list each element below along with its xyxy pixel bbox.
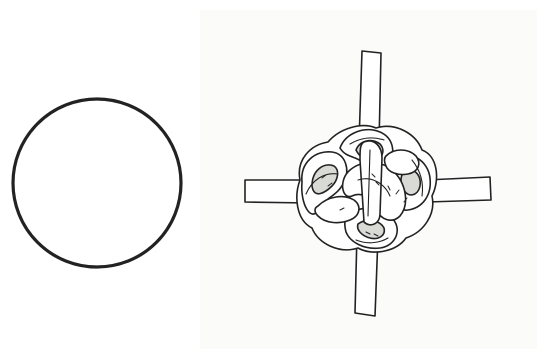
left-panel (0, 0, 200, 349)
circle-outline (13, 99, 181, 267)
circle-drawing (0, 0, 200, 349)
knot-drawing (200, 10, 537, 349)
knot-body (297, 126, 437, 252)
right-panel (200, 10, 537, 349)
